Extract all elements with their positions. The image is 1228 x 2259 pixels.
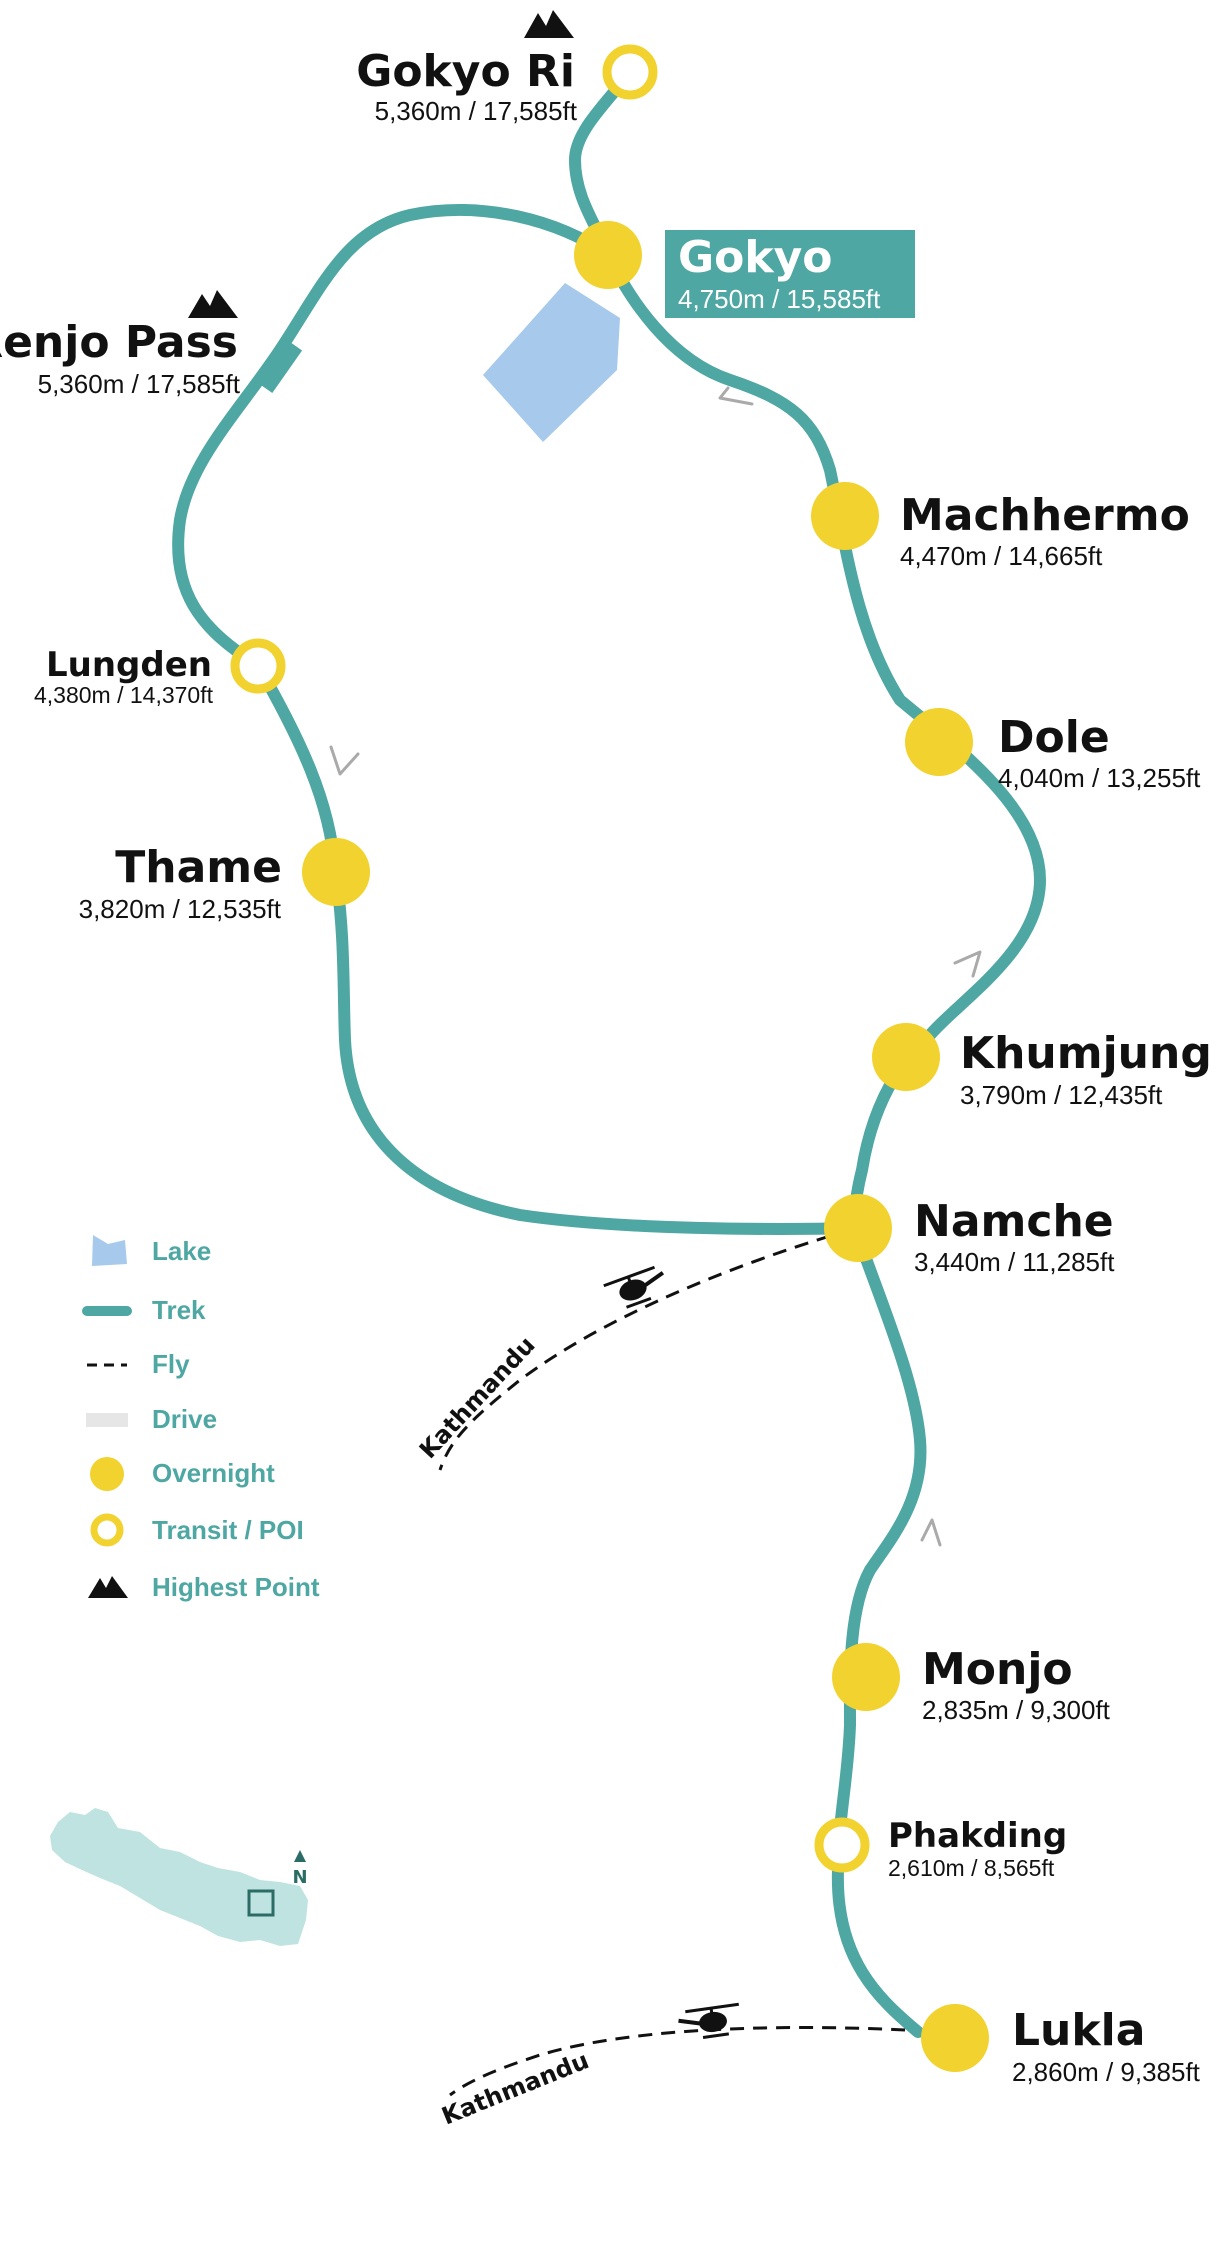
poi-gokyo-ri [602,44,658,100]
label-kathmandu-lukla: Kathmandu [438,2046,593,2130]
mountain-icon [88,1576,128,1598]
stop-khumjung [872,1023,940,1091]
alt-renjo-pass: 5,360m / 17,585ft [38,369,241,399]
stop-lukla [921,2004,989,2072]
direction-arrows [329,386,982,1547]
overnight-stops [302,221,989,2072]
alt-gokyo-ri: 5,360m / 17,585ft [375,96,578,126]
alt-gokyo: 4,750m / 15,585ft [678,284,881,314]
alt-phakding: 2,610m / 8,565ft [888,1855,1055,1881]
nepal-shape [50,1808,308,1946]
renjo-pass-marker [255,338,303,394]
poi-phakding [814,1817,870,1873]
poi-lungden [230,638,286,694]
alt-khumjung: 3,790m / 12,435ft [960,1080,1163,1110]
gokyo-label-box [665,230,915,318]
overnight-dot-icon [90,1457,124,1491]
label-dole: Dole [998,712,1110,763]
arrow-icon-lungden [329,745,360,776]
mountain-icon-gokyo-ri [524,10,574,38]
alt-namche: 3,440m / 11,285ft [914,1247,1115,1277]
label-machhermo: Machhermo [900,490,1190,541]
label-gokyo: Gokyo [678,232,833,283]
legend-label-fly: Fly [152,1349,190,1379]
label-phakding: Phakding [888,1816,1067,1856]
north-arrow-icon [294,1850,306,1862]
stop-gokyo [574,221,642,289]
label-namche: Namche [914,1196,1114,1247]
legend-label-overnight: Overnight [152,1458,275,1488]
arrow-icon-monjo [920,1518,942,1547]
alt-dole: 4,040m / 13,255ft [998,763,1201,793]
arrow-icon-gokyo [718,386,754,406]
helicopter-icon-lukla [678,2002,739,2040]
label-renjo-pass: Renjo Pass [0,317,238,368]
legend-label-transit: Transit / POI [152,1515,304,1545]
mountain-icon-renjo-pass [188,290,238,318]
lake-icon [92,1235,127,1266]
transit-points [230,44,870,1873]
north-label: N [292,1867,307,1888]
label-khumjung: Khumjung [960,1028,1212,1079]
legend-label-trek: Trek [152,1295,206,1325]
nepal-inset-map: N [50,1808,308,1946]
alt-lukla: 2,860m / 9,385ft [1012,2057,1201,2087]
legend-label-lake: Lake [152,1236,211,1266]
helicopter-icon-namche [603,1265,665,1309]
stop-thame [302,838,370,906]
legend-label-drive: Drive [152,1404,217,1434]
flight-paths [438,1234,906,2097]
alt-machhermo: 4,470m / 14,665ft [900,541,1103,571]
stop-dole [905,708,973,776]
label-gokyo-ri: Gokyo Ri [356,46,575,97]
drive-line-icon [86,1413,128,1427]
label-lukla: Lukla [1012,2005,1145,2056]
label-lungden: Lungden [46,645,212,685]
gokyo-lake [483,283,620,442]
stop-namche [824,1194,892,1262]
stop-monjo [832,1643,900,1711]
alt-lungden: 4,380m / 14,370ft [34,682,214,708]
transit-ring-icon [90,1513,124,1547]
alt-thame: 3,820m / 12,535ft [79,894,282,924]
legend: Lake Trek Fly Drive Overnight Transit / … [82,1235,320,1602]
alt-monjo: 2,835m / 9,300ft [922,1695,1111,1725]
stop-machhermo [811,482,879,550]
label-thame: Thame [115,842,282,893]
arrow-icon-khumjung [953,950,982,978]
label-kathmandu-namche: Kathmandu [414,1331,541,1464]
label-monjo: Monjo [922,1644,1073,1695]
region-locator [247,1889,275,1917]
legend-label-highest-point: Highest Point [152,1572,320,1602]
